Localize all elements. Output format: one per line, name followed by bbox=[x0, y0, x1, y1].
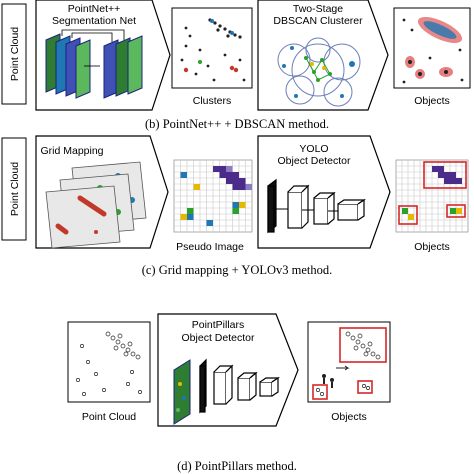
objects-d-pedestrian-icons bbox=[322, 365, 350, 388]
caption-d: (d) PointPillars method. bbox=[177, 459, 297, 473]
pointnet-block: PointNet++ Segmentation Net bbox=[35, 0, 171, 111]
row-c-pointcloud-box: Point Cloud bbox=[1, 137, 27, 241]
yolo-block: YOLO Object Detector bbox=[257, 135, 391, 249]
row-d: Point Cloud PointPillars Object Detector bbox=[67, 313, 391, 473]
cluster-colored-groups bbox=[183, 19, 239, 73]
row-b-side-label: Point Cloud bbox=[9, 27, 21, 81]
objects-panel-b: Objects bbox=[393, 7, 471, 107]
cluster-points bbox=[180, 18, 246, 82]
pointnet-skip-connections bbox=[61, 29, 125, 67]
dbscan-title-1: Two-Stage bbox=[293, 3, 343, 15]
grid-mapping-title: Grid Mapping bbox=[40, 145, 103, 157]
yolo-title-2: Object Detector bbox=[278, 155, 351, 167]
caption-c: (c) Grid mapping + YOLOv3 method. bbox=[142, 263, 333, 277]
clusters-label: Clusters bbox=[193, 95, 232, 107]
objects-d-label: Objects bbox=[331, 411, 367, 423]
pointnet-layers-right bbox=[103, 35, 143, 99]
caption-b: (b) PointNet++ + DBSCAN method. bbox=[145, 117, 329, 131]
dbscan-circles bbox=[277, 37, 361, 107]
row-b: Point Cloud PointNet++ Segmentation Net bbox=[1, 0, 471, 131]
objects-b-points bbox=[402, 18, 464, 84]
pointpillars-block: PointPillars Object Detector bbox=[157, 313, 299, 427]
clusters-panel: Clusters bbox=[171, 7, 253, 107]
grid-sheets bbox=[45, 161, 147, 249]
pointcloud-d-label: Point Cloud bbox=[82, 411, 136, 423]
dbscan-points bbox=[282, 46, 355, 98]
pseudo-image-cells bbox=[180, 166, 252, 226]
yolo-layer-4 bbox=[337, 198, 366, 221]
dbscan-graph bbox=[305, 57, 331, 81]
pointpillars-title-2: Object Detector bbox=[182, 332, 255, 344]
pointnet-title-2: Segmentation Net bbox=[52, 15, 136, 27]
row-c-side-label: Point Cloud bbox=[9, 162, 21, 216]
objects-b-label: Objects bbox=[414, 95, 450, 107]
row-c: Point Cloud Grid Mapping bbox=[1, 135, 469, 277]
yolo-network-blocks bbox=[267, 178, 366, 234]
pointnet-layers-left bbox=[45, 33, 91, 99]
pointpillars-network bbox=[199, 358, 280, 414]
pointcloud-panel-d: Point Cloud bbox=[67, 321, 151, 423]
pointnet-title-1: PointNet++ bbox=[68, 3, 121, 15]
yolo-title-1: YOLO bbox=[299, 143, 328, 155]
objects-d-detection-boxes bbox=[312, 327, 387, 400]
objects-d-points bbox=[316, 331, 381, 396]
objects-panel-d: Objects bbox=[307, 321, 391, 423]
objects-c-cells bbox=[402, 166, 462, 220]
yolo-layer-2 bbox=[287, 184, 310, 229]
dbscan-title-2: DBSCAN Clusterer bbox=[273, 15, 363, 27]
row-b-pointcloud-box: Point Cloud bbox=[1, 3, 27, 105]
objects-c-label: Objects bbox=[414, 241, 450, 253]
yolo-layer-3 bbox=[313, 191, 336, 225]
yolo-layer-1 bbox=[267, 178, 277, 234]
pseudo-image-panel: Pseudo Image bbox=[173, 159, 253, 253]
dbscan-block: Two-Stage DBSCAN Clusterer bbox=[257, 0, 389, 111]
pointpillars-feature-map bbox=[173, 359, 191, 425]
pseudo-image-label: Pseudo Image bbox=[176, 241, 244, 253]
objects-c-detection-boxes bbox=[398, 161, 467, 225]
pointpillars-title-1: PointPillars bbox=[192, 319, 245, 331]
grid-mapping-block: Grid Mapping bbox=[35, 135, 169, 249]
grid-sheet-front bbox=[45, 185, 121, 249]
objects-panel-c: Objects bbox=[395, 159, 469, 253]
pointcloud-d-points bbox=[76, 331, 142, 396]
